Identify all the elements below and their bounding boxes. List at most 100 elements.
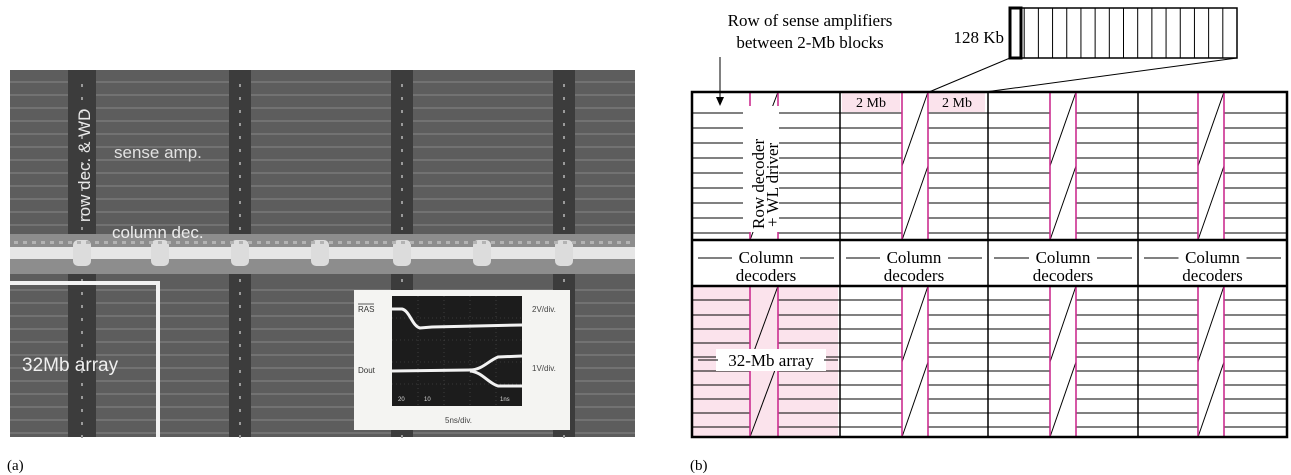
column-decoder-cell [626, 241, 630, 244]
array-label-32mb: 32-Mb array [728, 351, 814, 370]
column-decoder-blob [73, 240, 91, 266]
decoder-dot [239, 175, 241, 178]
row-decoder-line1: Row decoder [749, 138, 768, 229]
scope-tick-4: 1ns [500, 397, 510, 403]
column-decoder-cell [329, 241, 333, 244]
decoder-dot [239, 344, 241, 347]
column-decoder-cell [302, 241, 306, 244]
decoder-dot [81, 435, 83, 438]
ch1-scale: 2V/div. [532, 305, 556, 314]
label-2mb-right: 2 Mb [942, 96, 972, 111]
decoder-dot [81, 396, 83, 399]
decoder-dot [81, 370, 83, 373]
decoder-dot [81, 292, 83, 295]
decoder-dot [239, 214, 241, 217]
decoder-hatch [749, 165, 779, 241]
column-decoder-cell [50, 241, 54, 244]
row-decoder-line2: + WL driver [763, 142, 782, 227]
decoder-dot [401, 227, 403, 230]
decoder-dot [401, 162, 403, 165]
column-decoder-label-line1: Column [1185, 248, 1240, 267]
column-decoder-cell [356, 241, 360, 244]
column-decoder-cell [554, 241, 558, 244]
column-decoder-cell [464, 241, 468, 244]
decoder-dot [239, 318, 241, 321]
column-decoder-blob [473, 240, 491, 266]
scope-tick-1: 10 [424, 397, 431, 403]
column-decoder-label-line2: decoders [1182, 266, 1242, 285]
column-decoder-cell [284, 241, 288, 244]
column-decoder-cell [473, 241, 477, 244]
zoom-128kb-box [1009, 7, 1238, 59]
decoder-dot [81, 149, 83, 152]
decoder-dot [239, 149, 241, 152]
zoom-leader-right [984, 57, 1238, 93]
column-decoder-cell [14, 241, 18, 244]
ras-trace [392, 307, 523, 330]
decoder-dot [563, 435, 565, 438]
label-128kb: 128 Kb [953, 28, 1004, 47]
column-decoder-label-line2: decoders [1033, 266, 1093, 285]
column-decoder-cell [581, 241, 585, 244]
decoder-dot [81, 188, 83, 191]
decoder-hatch [1197, 165, 1225, 241]
column-decoder-cell [410, 241, 414, 244]
column-decoder-label-line2: decoders [884, 266, 944, 285]
decoder-dot [239, 292, 241, 295]
floorplan-outline [690, 90, 1289, 439]
column-decoder-cell [428, 241, 432, 244]
column-decoder-cell [104, 241, 108, 244]
column-decoder-cell [158, 241, 162, 244]
decoder-dot [239, 396, 241, 399]
decoder-dot [81, 279, 83, 282]
column-decoder-cell [590, 241, 594, 244]
decoder-dot [563, 162, 565, 165]
decoder-dot [401, 97, 403, 100]
dout-label: Dout [358, 366, 376, 375]
highlighted-2mb-right [929, 92, 985, 112]
column-decoder-cell [320, 241, 324, 244]
decoder-dot [563, 123, 565, 126]
dout-trace-high [391, 354, 523, 373]
column-decoder-cell [131, 241, 135, 244]
scope-tick-0: 20 [398, 397, 405, 403]
column-decoder-cell [176, 241, 180, 244]
column-decoder-cell [446, 241, 450, 244]
decoder-dot [563, 201, 565, 204]
decoder-dot [401, 214, 403, 217]
decoder-dot [81, 409, 83, 412]
column-decoder-cell [617, 241, 621, 244]
column-decoder-cell [338, 241, 342, 244]
column-decoder-cell [401, 241, 405, 244]
decoder-dot [239, 136, 241, 139]
column-decoder-label-line1: Column [1036, 248, 1091, 267]
column-decoder-cell [113, 241, 117, 244]
decoder-dot [563, 97, 565, 100]
decoder-dot [563, 136, 565, 139]
decoder-dot [239, 188, 241, 191]
decoder-borders [749, 92, 1225, 437]
oscilloscope-inset: RAS Dout 2V/div. 1V/div. 5ns/div. 20 10 … [354, 290, 570, 430]
decoder-hatch [749, 91, 779, 167]
array-outline [10, 281, 160, 437]
decoder-dot [239, 409, 241, 412]
decoder-dot [81, 383, 83, 386]
column-decoder-cell [95, 241, 99, 244]
decoder-dot [401, 435, 403, 438]
time-scale: 5ns/div. [445, 416, 472, 425]
decoder-dot [401, 84, 403, 87]
column-decoder-cell [491, 241, 495, 244]
column-decoder-cell [41, 241, 45, 244]
column-decoder-cell [266, 241, 270, 244]
decoder-dot [81, 97, 83, 100]
decoder-dot [81, 175, 83, 178]
decoder-dot [81, 214, 83, 217]
decoder-dot [81, 318, 83, 321]
column-decoder-cell [482, 241, 486, 244]
decoder-hatch [1197, 285, 1225, 363]
decoder-dot [563, 279, 565, 282]
column-decoder-cell [167, 241, 171, 244]
decoder-dot [563, 188, 565, 191]
column-decoder-cell [599, 241, 603, 244]
decoder-dot [81, 123, 83, 126]
